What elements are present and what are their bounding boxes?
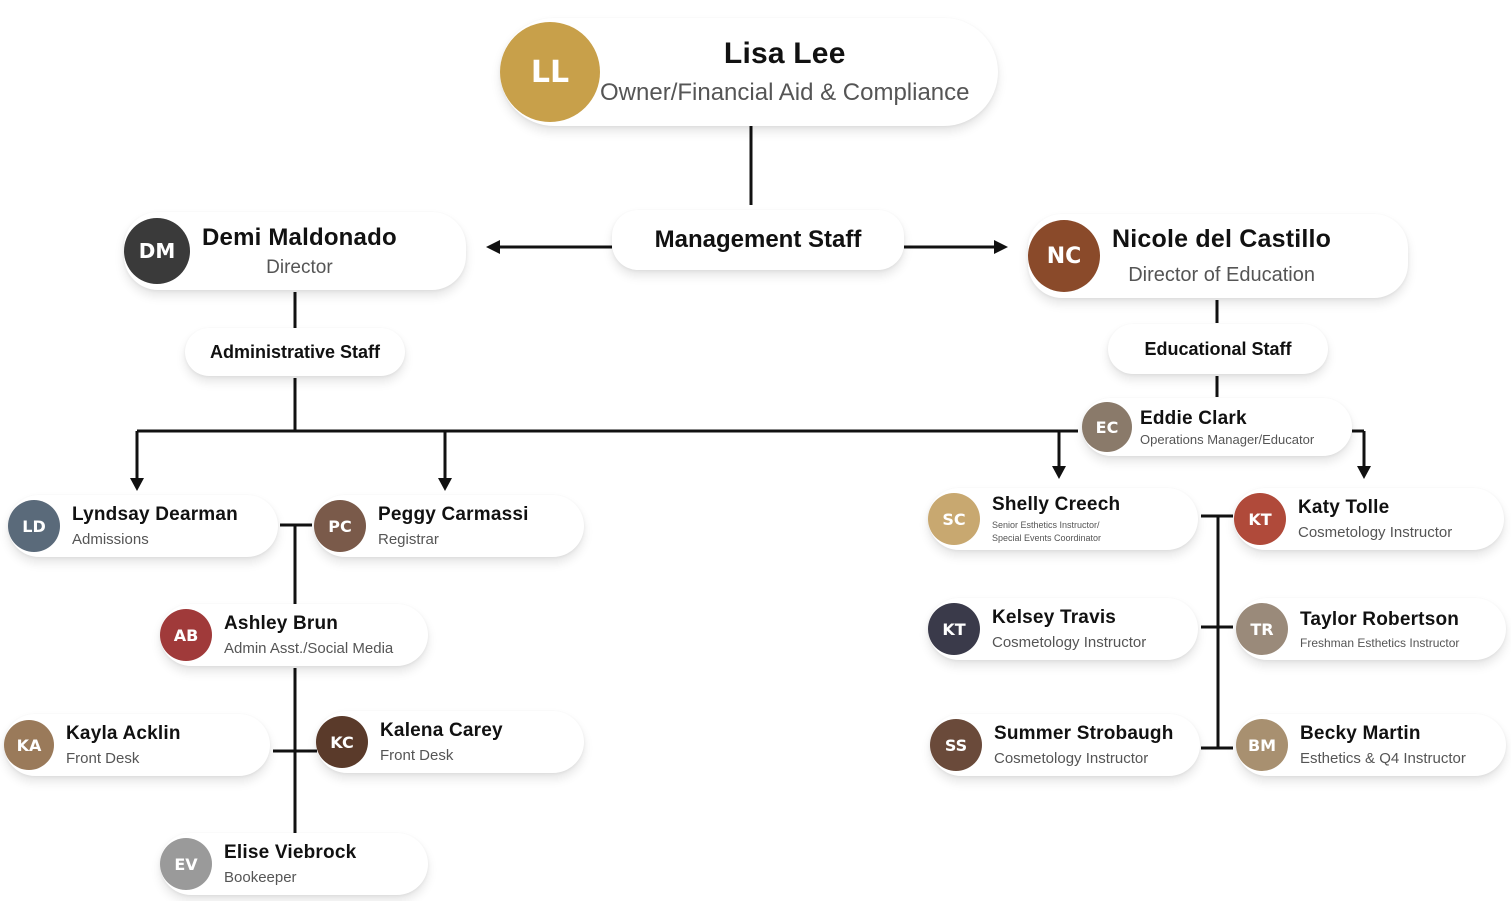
label-administrative-staff: Administrative Staff — [185, 328, 405, 376]
name-lyndsay-dearman: Lyndsay Dearman — [72, 504, 238, 525]
avatar-kalena-carey: KC — [316, 716, 368, 768]
role-peggy-carmassi: Registrar — [378, 531, 439, 548]
label-management-staff: Management Staff — [612, 210, 904, 270]
card-peggy-carmassi: PC Peggy Carmassi Registrar — [314, 495, 584, 557]
role-summer-strobaugh: Cosmetology Instructor — [994, 750, 1149, 767]
card-summer-strobaugh: SS Summer Strobaugh Cosmetology Instruct… — [930, 714, 1200, 776]
name-lisa-lee: Lisa Lee — [723, 37, 846, 70]
avatar-katy-tolle: KT — [1234, 493, 1286, 545]
avatar-peggy-carmassi: PC — [314, 500, 366, 552]
card-katy-tolle: KT Katy Tolle Cosmetology Instructor — [1234, 488, 1504, 550]
name-eddie-clark: Eddie Clark — [1140, 407, 1247, 429]
role-lisa-lee: Owner/Financial Aid & Compliance — [600, 79, 970, 106]
avatar-becky-martin: BM — [1236, 719, 1288, 771]
name-peggy-carmassi: Peggy Carmassi — [378, 504, 529, 525]
name-katy-tolle: Katy Tolle — [1298, 497, 1390, 518]
card-kalena-carey: KC Kalena Carey Front Desk — [316, 711, 584, 773]
card-elise-viebrock: EV Elise Viebrock Bookeeper — [160, 833, 428, 895]
role-kalena-carey: Front Desk — [380, 747, 454, 764]
avatar-ashley-brun: AB — [160, 609, 212, 661]
card-kayla-acklin: KA Kayla Acklin Front Desk — [4, 714, 270, 776]
avatar-eddie-clark: EC — [1082, 402, 1132, 452]
avatar-taylor-robertson: TR — [1236, 603, 1288, 655]
role-kelsey-travis: Cosmetology Instructor — [992, 634, 1147, 651]
role-becky-martin: Esthetics & Q4 Instructor — [1300, 750, 1466, 767]
avatar-kayla-acklin: KA — [4, 720, 54, 770]
name-becky-martin: Becky Martin — [1300, 723, 1421, 744]
role-kayla-acklin: Front Desk — [66, 750, 140, 767]
card-nicole-del-castillo: NC Nicole del Castillo Director of Educa… — [1028, 214, 1408, 298]
role-katy-tolle: Cosmetology Instructor — [1298, 524, 1453, 541]
role-eddie-clark: Operations Manager/Educator — [1140, 431, 1315, 447]
name-nicole-del-castillo: Nicole del Castillo — [1112, 225, 1332, 253]
avatar-shelly-creech: SC — [928, 493, 980, 545]
avatar-lyndsay-dearman: LD — [8, 500, 60, 552]
name-shelly-creech: Shelly Creech — [992, 493, 1121, 515]
avatar-demi-maldonado: DM — [124, 218, 190, 284]
label-educational-staff: Educational Staff — [1108, 324, 1328, 374]
card-kelsey-travis: KT Kelsey Travis Cosmetology Instructor — [928, 598, 1198, 660]
avatar-kelsey-travis: KT — [928, 603, 980, 655]
card-ashley-brun: AB Ashley Brun Admin Asst./Social Media — [160, 604, 428, 666]
role-nicole-del-castillo: Director of Education — [1128, 264, 1315, 286]
name-summer-strobaugh: Summer Strobaugh — [994, 723, 1174, 744]
avatar-nicole-del-castillo: NC — [1028, 220, 1100, 292]
role-ashley-brun: Admin Asst./Social Media — [224, 640, 394, 657]
name-kelsey-travis: Kelsey Travis — [992, 607, 1117, 628]
name-ashley-brun: Ashley Brun — [224, 613, 339, 634]
name-kalena-carey: Kalena Carey — [380, 720, 503, 741]
role-demi-maldonado: Director — [266, 256, 333, 278]
role-lyndsay-dearman: Admissions — [72, 531, 149, 548]
card-demi-maldonado: DM Demi Maldonado Director — [124, 212, 466, 290]
name-elise-viebrock: Elise Viebrock — [224, 842, 357, 863]
role-elise-viebrock: Bookeeper — [224, 869, 297, 886]
name-taylor-robertson: Taylor Robertson — [1300, 608, 1460, 630]
name-kayla-acklin: Kayla Acklin — [66, 723, 181, 744]
avatar-elise-viebrock: EV — [160, 838, 212, 890]
role-taylor-robertson: Freshman Esthetics Instructor — [1300, 635, 1460, 650]
card-taylor-robertson: TR Taylor Robertson Freshman Esthetics I… — [1236, 598, 1506, 660]
card-becky-martin: BM Becky Martin Esthetics & Q4 Instructo… — [1236, 714, 1506, 776]
card-lisa-lee: LL Lisa Lee Owner/Financial Aid & Compli… — [500, 18, 998, 126]
avatar-summer-strobaugh: SS — [930, 719, 982, 771]
avatar-lisa-lee: LL — [500, 22, 600, 122]
card-eddie-clark: EC Eddie Clark Operations Manager/Educat… — [1082, 398, 1352, 456]
card-lyndsay-dearman: LD Lyndsay Dearman Admissions — [8, 495, 278, 557]
role-shelly-creech: Senior Esthetics Instructor/ Special Eve… — [992, 519, 1102, 543]
name-demi-maldonado: Demi Maldonado — [202, 223, 397, 251]
card-shelly-creech: SC Shelly Creech Senior Esthetics Instru… — [928, 488, 1198, 550]
